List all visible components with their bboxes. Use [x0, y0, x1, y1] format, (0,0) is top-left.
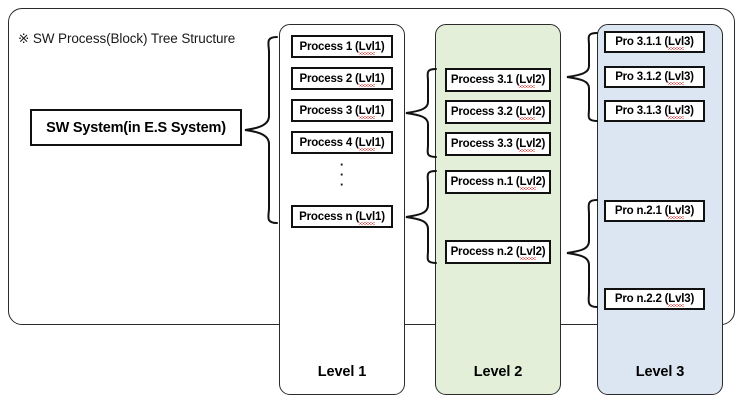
spellcheck-word: Lvl	[667, 71, 684, 85]
node-process-3-3[interactable]: Process 3.3 (Lvl 2)	[445, 132, 551, 156]
level-1-caption: Level 1	[317, 364, 367, 380]
node-pro-3-1-2[interactable]: Pro 3.1.2 (Lvl 3)	[604, 66, 705, 88]
spellcheck-word: Lvl	[358, 210, 375, 225]
node-label-suffix: 1)	[374, 104, 385, 117]
node-process-2[interactable]: Process 2 (Lvl 1)	[291, 67, 393, 90]
node-label-prefix: Process 3.1 (	[450, 74, 520, 86]
node-label-suffix: 1)	[374, 40, 385, 53]
node-label-suffix: 2)	[535, 176, 546, 188]
node-label-suffix: 2)	[535, 138, 546, 150]
node-process-3[interactable]: Process 3 (Lvl 1)	[291, 99, 393, 122]
node-pro-3-1-1[interactable]: Pro 3.1.1 (Lvl 3)	[604, 31, 705, 53]
spellcheck-word: Lvl	[668, 293, 685, 307]
brace-root-to-level1	[243, 34, 279, 226]
node-process-4[interactable]: Process 4 (Lvl 1)	[291, 131, 393, 154]
spellcheck-word: Lvl	[358, 72, 375, 87]
node-label-suffix: 3)	[683, 71, 694, 83]
node-label-prefix: Process 2 (	[299, 72, 359, 85]
node-label-prefix: Pro 3.1.1 (	[615, 36, 668, 48]
ellipsis-dot: ·	[339, 157, 345, 172]
node-label-suffix: 1)	[375, 210, 385, 223]
spellcheck-word: Lvl	[667, 36, 684, 50]
node-label-suffix: 1)	[374, 136, 385, 149]
node-label-suffix: 3)	[684, 293, 695, 305]
level-2-caption: Level 2	[473, 364, 523, 380]
spellcheck-word: Lvl	[358, 136, 375, 151]
node-label-prefix: Process 4 (	[299, 136, 359, 149]
node-process-n[interactable]: Process n (Lvl 1)	[291, 205, 393, 228]
spellcheck-word: Lvl	[358, 40, 375, 55]
brace-processn2-to-level3	[565, 197, 599, 311]
node-label-prefix: Pro n.2.1 (	[614, 205, 669, 217]
spellcheck-word: Lvl	[519, 246, 536, 260]
node-pro-n-2-1[interactable]: Pro n.2.1 (Lvl 3)	[604, 200, 705, 222]
brace-processn-to-level2	[404, 168, 438, 266]
node-pro-3-1-3[interactable]: Pro 3.1.3 (Lvl 3)	[604, 100, 705, 122]
node-label-suffix: 3)	[684, 205, 695, 217]
node-label-prefix: Process n.2 (	[450, 246, 520, 258]
node-process-3-2[interactable]: Process 3.2 (Lvl 2)	[445, 100, 551, 124]
node-label-suffix: 3)	[683, 105, 694, 117]
spellcheck-word: Lvl	[519, 176, 536, 190]
spellcheck-word: Lvl	[519, 138, 536, 152]
vertical-ellipsis: · · ·	[279, 157, 405, 192]
node-pro-n-2-2[interactable]: Pro n.2.2 (Lvl 3)	[604, 288, 705, 310]
node-label-prefix: Process 3 (	[299, 104, 359, 117]
node-label-prefix: Process 3.2 (	[450, 106, 520, 118]
node-process-n-1[interactable]: Process n.1 (Lvl 2)	[445, 170, 551, 194]
spellcheck-word: Lvl	[668, 205, 685, 219]
root-system-box[interactable]: SW System(in E.S System)	[30, 109, 242, 146]
node-label-suffix: 2)	[535, 74, 546, 86]
node-label-suffix: 3)	[683, 36, 694, 48]
node-label-prefix: Pro n.2.2 (	[614, 293, 669, 305]
node-label-prefix: Pro 3.1.2 (	[615, 71, 668, 83]
node-label-prefix: Process n (	[299, 210, 359, 223]
ellipsis-dot: ·	[339, 177, 345, 192]
spellcheck-word: Lvl	[358, 104, 375, 119]
level-3-caption: Level 3	[635, 364, 685, 380]
diagram-title: ※ SW Process(Block) Tree Structure	[18, 31, 236, 46]
ellipsis-dot: ·	[339, 167, 345, 182]
spellcheck-word: Lvl	[667, 105, 684, 119]
node-label-prefix: Process 3.3 (	[450, 138, 520, 150]
brace-process3-to-level2	[404, 66, 438, 160]
node-label-suffix: 2)	[535, 246, 546, 258]
node-process-3-1[interactable]: Process 3.1 (Lvl 2)	[445, 68, 551, 92]
node-process-n-2[interactable]: Process n.2 (Lvl 2)	[445, 240, 551, 264]
spellcheck-word: Lvl	[519, 106, 536, 120]
spellcheck-word: Lvl	[519, 74, 536, 88]
node-label-suffix: 1)	[374, 72, 385, 85]
node-label-prefix: Process n.1 (	[450, 176, 520, 188]
node-label-prefix: Pro 3.1.3 (	[615, 105, 668, 117]
node-process-1[interactable]: Process 1 (Lvl 1)	[291, 35, 393, 58]
node-label-suffix: 2)	[535, 106, 546, 118]
node-label-prefix: Process 1 (	[299, 40, 359, 53]
brace-process31-to-level3	[565, 30, 599, 124]
